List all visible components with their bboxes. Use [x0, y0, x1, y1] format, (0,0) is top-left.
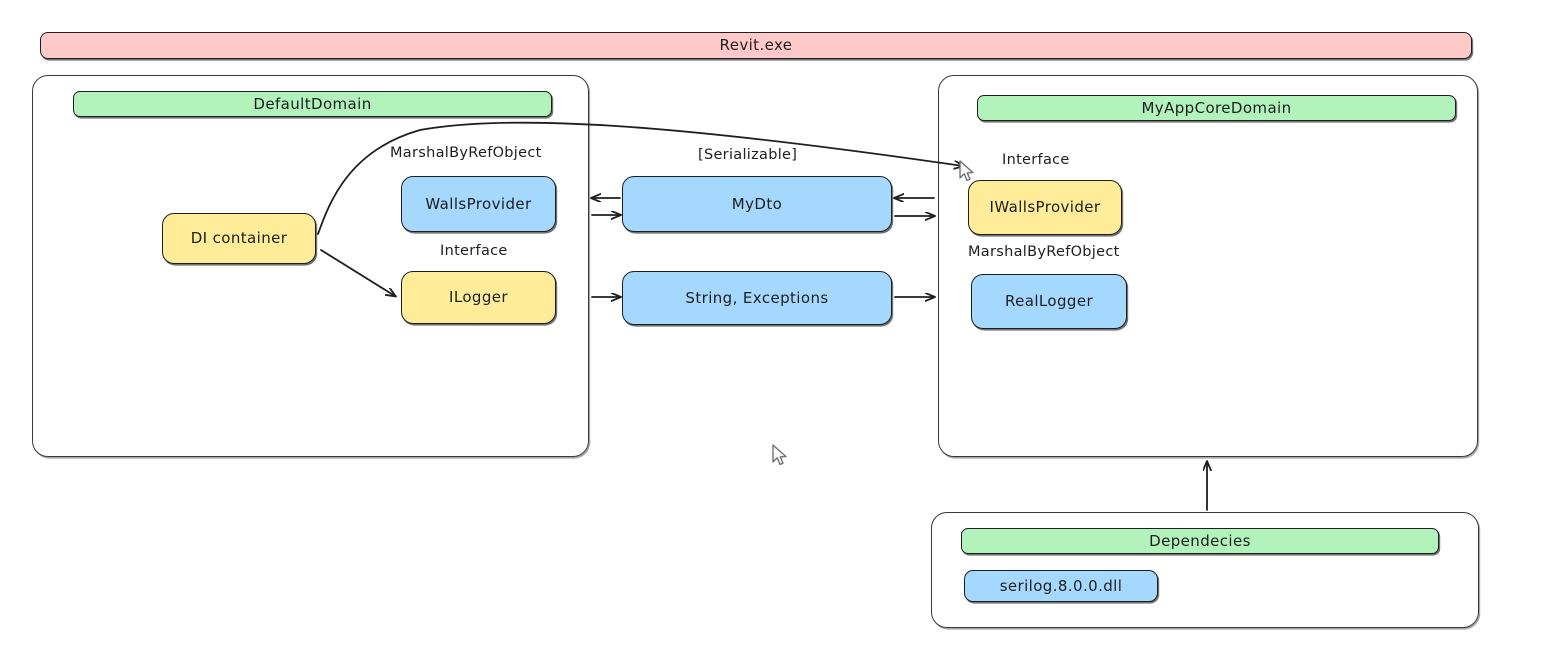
caption-marshalbyrefobject-right: MarshalByRefObject — [968, 244, 1120, 260]
pointer-on-canvas-icon — [772, 444, 787, 466]
frame-default-domain[interactable] — [32, 75, 589, 457]
domain-header-defaultdomain[interactable]: DefaultDomain — [73, 91, 552, 117]
dependencies-header[interactable]: Dependecies — [961, 528, 1439, 554]
frame-myappcoredomain[interactable] — [938, 75, 1478, 457]
node-string-exceptions[interactable]: String, Exceptions — [622, 271, 892, 325]
process-bar-revit-exe[interactable]: Revit.exe — [40, 32, 1472, 59]
dependency-item-serilog[interactable]: serilog.8.0.0.dll — [964, 570, 1158, 602]
node-wallsprovider[interactable]: WallsProvider — [401, 176, 556, 232]
domain-header-myappcoredomain[interactable]: MyAppCoreDomain — [977, 95, 1456, 121]
node-iwallsprovider[interactable]: IWallsProvider — [968, 180, 1122, 235]
node-di-container[interactable]: DI container — [162, 213, 316, 264]
caption-interface-iwallsprovider: Interface — [1002, 152, 1070, 168]
node-ilogger[interactable]: ILogger — [401, 271, 556, 324]
node-reallogger[interactable]: RealLogger — [971, 274, 1127, 329]
caption-interface-ilogger: Interface — [440, 243, 508, 259]
frame-dependencies[interactable] — [931, 512, 1479, 628]
node-mydto[interactable]: MyDto — [622, 176, 892, 232]
caption-serializable: [Serializable] — [698, 147, 798, 163]
caption-marshalbyrefobject-left: MarshalByRefObject — [390, 145, 542, 161]
